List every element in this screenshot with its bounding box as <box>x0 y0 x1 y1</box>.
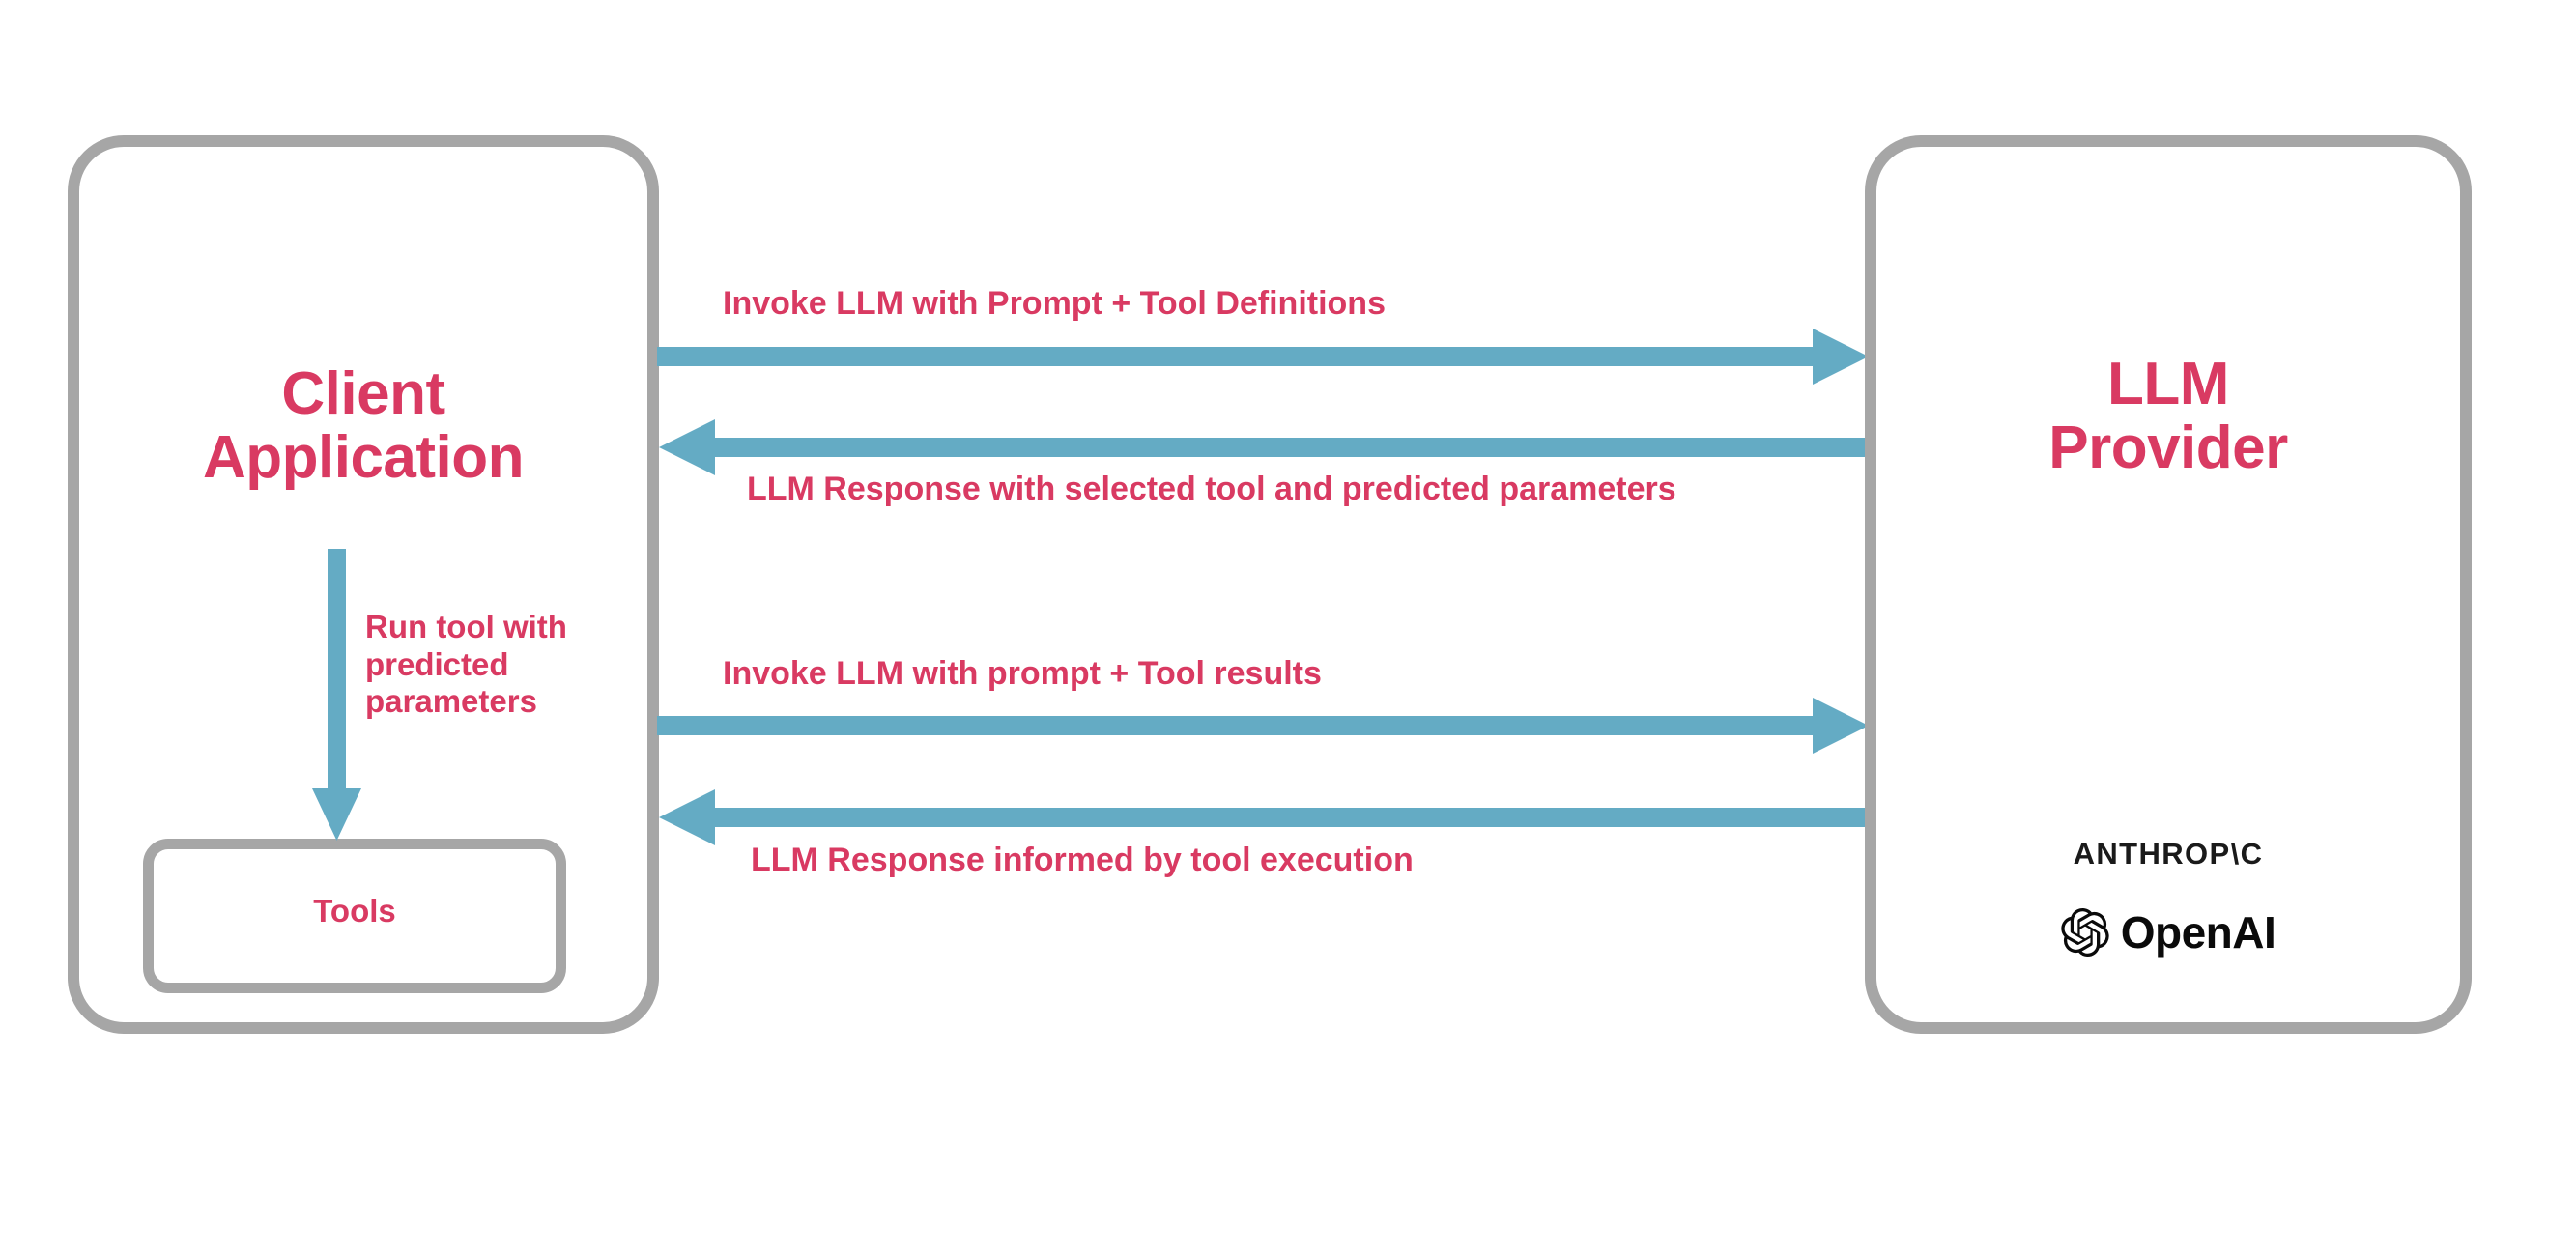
invoke-with-tool-results-arrow <box>657 698 1869 754</box>
llm-response-informed-arrow <box>659 789 1871 845</box>
invoke-with-tool-definitions-label: Invoke LLM with Prompt + Tool Definition… <box>723 285 1386 322</box>
tools-node[interactable] <box>143 839 566 993</box>
llm-provider-label: LLM Provider <box>2048 351 2288 481</box>
run-tool-arrow-label: Run tool with predicted parameters <box>365 609 567 720</box>
llm-response-informed-label: LLM Response informed by tool execution <box>751 842 1414 878</box>
anthropic-wordmark: ANTHROP\C <box>2073 837 2264 871</box>
invoke-with-tool-definitions-arrow <box>657 329 1869 385</box>
invoke-with-tool-results-label: Invoke LLM with prompt + Tool results <box>723 655 1322 692</box>
run-tool-arrow <box>312 549 361 841</box>
openai-wordmark-text: OpenAI <box>2120 907 2276 958</box>
tools-label: Tools <box>313 893 396 929</box>
llm-response-selected-tool-label: LLM Response with selected tool and pred… <box>747 471 1676 507</box>
llm-provider-node[interactable] <box>1865 135 2472 1034</box>
openai-knot-icon <box>2061 908 2109 957</box>
client-application-label: Client Application <box>202 360 525 491</box>
llm-response-selected-tool-arrow <box>659 419 1871 475</box>
openai-logo: OpenAI <box>1865 906 2472 958</box>
